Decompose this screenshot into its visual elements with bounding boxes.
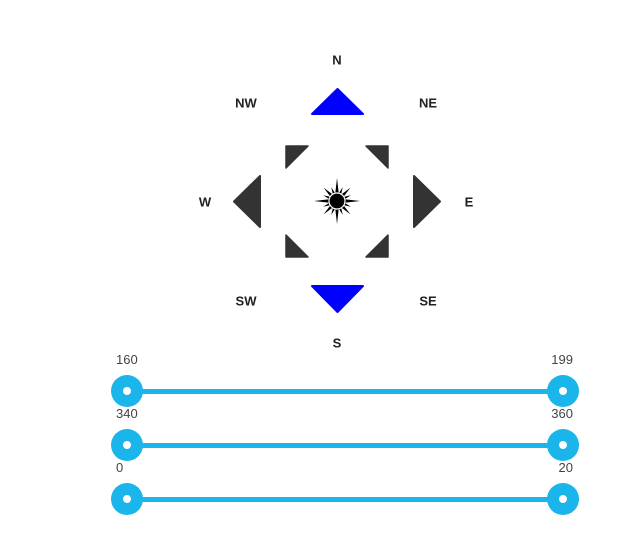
arrow-southeast[interactable] (365, 234, 389, 258)
arrow-north[interactable] (311, 88, 364, 116)
range-slider-2-high-handle[interactable] (547, 429, 579, 461)
range-slider-2: 340 360 (110, 406, 580, 461)
label-east: E (464, 194, 474, 210)
arrow-southwest[interactable] (285, 234, 309, 258)
label-south: S (332, 335, 342, 351)
range-slider-3-track[interactable] (127, 497, 563, 502)
label-north: N (332, 52, 342, 68)
compass-star-icon (313, 177, 361, 225)
range-slider-2-low-value: 340 (116, 406, 138, 421)
range-slider-2-low-handle[interactable] (111, 429, 143, 461)
range-slider-3-high-value: 20 (558, 460, 573, 475)
range-slider-3-high-handle[interactable] (547, 483, 579, 515)
arrow-northwest[interactable] (285, 145, 309, 169)
compass-widget: N NE E SE S SW W NW (198, 52, 474, 351)
label-northwest: NW (235, 95, 257, 111)
range-slider-2-track[interactable] (127, 443, 563, 448)
range-slider-1: 160 199 (110, 352, 580, 407)
arrow-east[interactable] (413, 175, 441, 228)
label-west: W (198, 194, 212, 210)
range-slider-3: 0 20 (110, 460, 580, 515)
range-slider-1-track[interactable] (127, 389, 563, 394)
arrow-south[interactable] (311, 285, 364, 313)
range-slider-1-high-handle[interactable] (547, 375, 579, 407)
range-slider-2-high-value: 360 (551, 406, 573, 421)
range-slider-1-low-value: 160 (116, 352, 138, 367)
arrow-northeast[interactable] (365, 145, 389, 169)
range-slider-3-low-value: 0 (116, 460, 124, 475)
range-slider-1-high-value: 199 (551, 352, 573, 367)
label-northeast: NE (418, 95, 438, 111)
arrow-west[interactable] (233, 175, 261, 228)
range-slider-3-low-handle[interactable] (111, 483, 143, 515)
range-slider-1-low-handle[interactable] (111, 375, 143, 407)
label-southwest: SW (235, 293, 257, 309)
label-southeast: SE (419, 293, 437, 309)
